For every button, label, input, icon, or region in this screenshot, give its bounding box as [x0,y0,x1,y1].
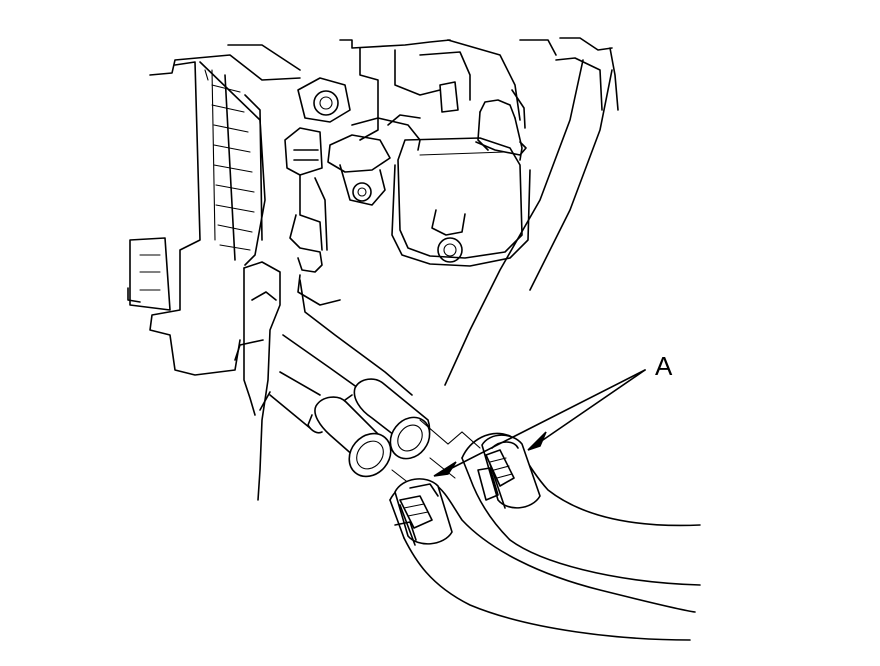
callout-label: A [655,351,673,381]
arrowhead-upper-icon [527,431,547,451]
callout-leader-upper [539,369,646,443]
callout-leader-lower [447,369,646,471]
arrowhead-lower-icon [433,461,457,477]
heater-pipe-nipple-lower [307,396,392,478]
hose-clamp-upper [477,434,541,509]
hose-clamp-lower [394,478,453,546]
callout-a: A [433,351,673,477]
engine-block [127,37,619,501]
heater-pipe-nipple-upper [342,378,431,460]
